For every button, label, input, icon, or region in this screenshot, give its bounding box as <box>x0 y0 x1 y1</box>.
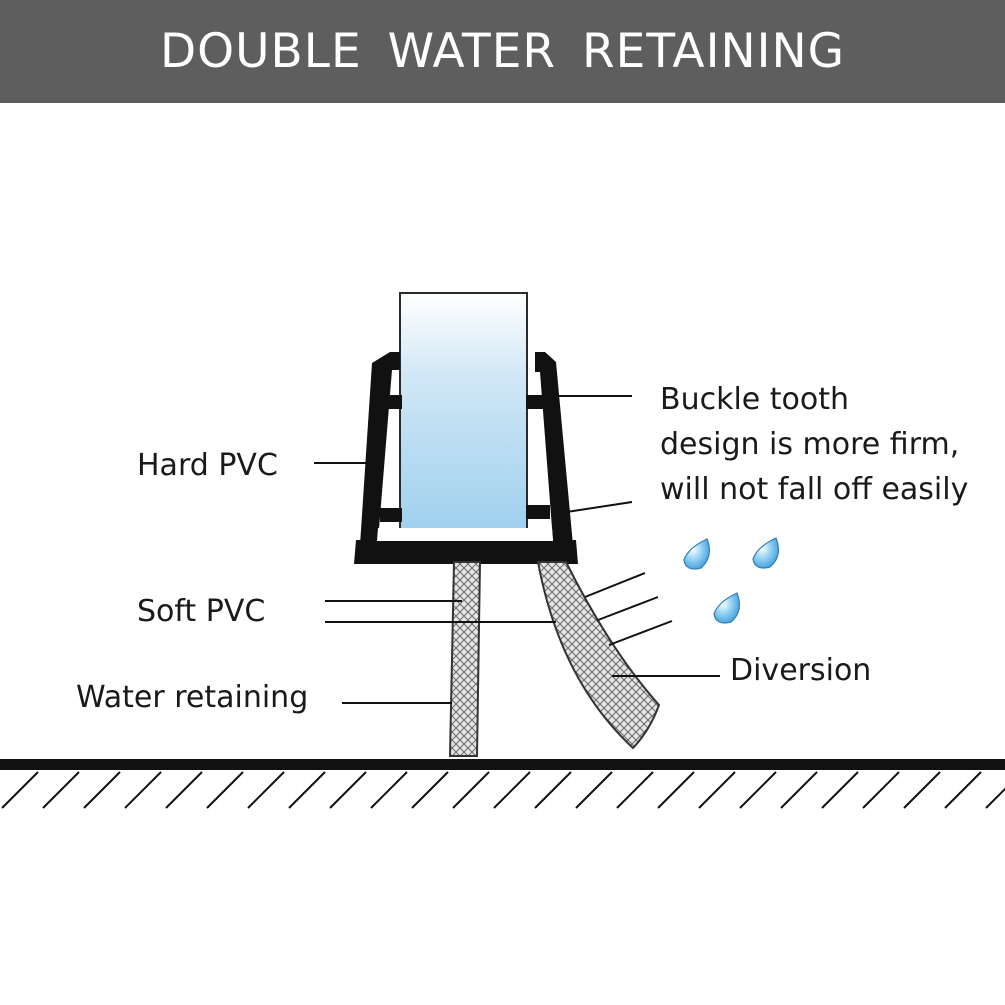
label-soft-pvc: Soft PVC <box>137 594 266 629</box>
label-buckle-tooth-1: Buckle tooth <box>660 382 850 417</box>
title-bar: DOUBLE WATER RETAINING <box>0 0 1005 103</box>
floor-hatch-line <box>862 771 900 809</box>
floor-hatch-line <box>698 771 736 809</box>
hard-pvc-channel <box>354 352 578 564</box>
floor-hatch-line <box>493 771 531 809</box>
floor-hatch-line <box>657 771 695 809</box>
label-buckle-tooth-3: will not fall off easily <box>660 472 969 507</box>
floor-hatch-line <box>411 771 449 809</box>
floor-hatch-line <box>616 771 654 809</box>
floor-hatch-line <box>247 771 285 809</box>
leader-lines <box>314 395 720 704</box>
glass-panel <box>399 292 528 542</box>
floor-hatch-line <box>534 771 572 809</box>
floor-hatch-line <box>780 771 818 809</box>
floor-hatch-line <box>903 771 941 809</box>
floor-hatch-line <box>42 771 80 809</box>
floor-hatch-line <box>370 771 408 809</box>
label-hard-pvc: Hard PVC <box>137 448 278 483</box>
floor-hatch-line <box>165 771 203 809</box>
water-drop-icon <box>713 592 741 624</box>
floor-hatch-line <box>452 771 490 809</box>
water-drop-icon <box>683 538 711 570</box>
floor-hatch-line <box>944 771 982 809</box>
label-buckle-tooth-2: design is more firm, <box>660 427 960 462</box>
water-drops <box>683 537 780 624</box>
floor-hatch-line <box>1 771 39 809</box>
water-drop-icon <box>752 537 780 569</box>
floor-hatch-line <box>985 787 1005 809</box>
floor-hatch-line <box>739 771 777 809</box>
soft-pvc-strips <box>448 561 661 757</box>
floor-hatch-line <box>821 771 859 809</box>
floor-hatch-line <box>575 771 613 809</box>
floor-hatch-line <box>83 771 121 809</box>
page-title: DOUBLE WATER RETAINING <box>159 24 846 79</box>
floor-hatch-line <box>206 771 244 809</box>
label-diversion: Diversion <box>730 653 872 688</box>
label-water-retaining: Water retaining <box>76 680 309 715</box>
floor-hatch-line <box>329 771 367 809</box>
floor-hatch-line <box>288 771 326 809</box>
floor-hatch-line <box>124 771 162 809</box>
floor <box>0 759 1005 809</box>
